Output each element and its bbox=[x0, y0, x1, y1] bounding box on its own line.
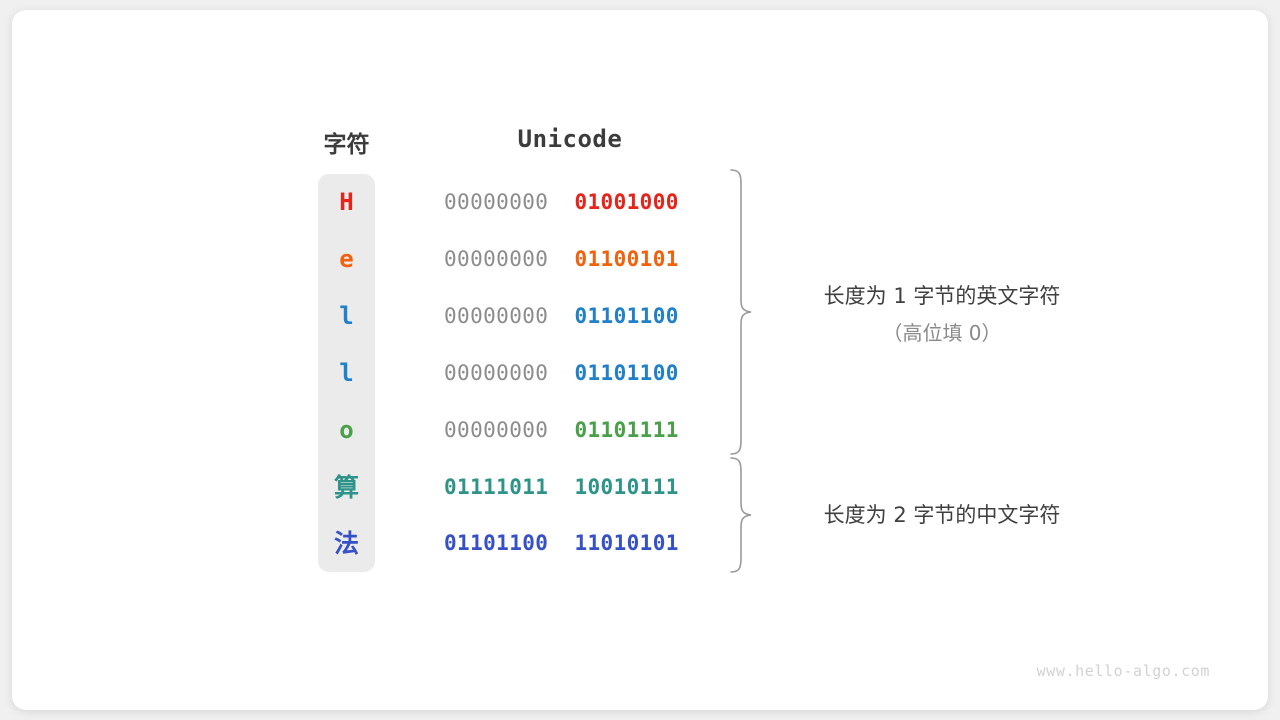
high-byte: 00000000 bbox=[444, 246, 549, 271]
byte-separator bbox=[548, 190, 574, 214]
byte-separator bbox=[548, 304, 574, 328]
unicode-bits-cell: 00000000 01100101 bbox=[444, 231, 696, 288]
high-byte: 00000000 bbox=[444, 360, 549, 385]
low-byte: 11010101 bbox=[574, 531, 679, 556]
character-cell: o bbox=[339, 415, 354, 444]
low-byte: 01101100 bbox=[574, 360, 679, 385]
unicode-bits-cell: 00000000 01101111 bbox=[444, 402, 696, 459]
character-column-band bbox=[318, 174, 375, 572]
character-cell: e bbox=[339, 244, 354, 273]
character-cell: l bbox=[339, 301, 354, 330]
low-byte: 01101111 bbox=[574, 417, 679, 442]
annotation-1-line-1: 长度为 1 字节的英文字符 bbox=[823, 284, 1061, 308]
watermark-url: www.hello-algo.com bbox=[1036, 662, 1210, 680]
annotation-1-line-2: （高位填 0） bbox=[882, 321, 1002, 345]
high-byte: 01101100 bbox=[444, 531, 549, 556]
character-cell: H bbox=[339, 188, 354, 216]
low-byte: 01100101 bbox=[574, 246, 679, 271]
byte-separator bbox=[548, 475, 574, 499]
high-byte: 00000000 bbox=[444, 417, 549, 442]
unicode-bits-cell: 01111011 10010111 bbox=[444, 459, 696, 516]
low-byte: 10010111 bbox=[574, 474, 679, 499]
byte-separator bbox=[548, 247, 574, 271]
high-byte: 00000000 bbox=[444, 303, 549, 328]
unicode-bits-cell: 00000000 01001000 bbox=[444, 174, 696, 231]
column-header-unicode: Unicode bbox=[517, 125, 623, 153]
byte-separator bbox=[548, 531, 574, 555]
character-cell: l bbox=[339, 358, 354, 387]
annotation-2-line-1: 长度为 2 字节的中文字符 bbox=[823, 503, 1061, 527]
unicode-bits-cell: 00000000 01101100 bbox=[444, 288, 696, 345]
diagram-card: 字符 Unicode H 00000000 01001000 e 00000000 0… bbox=[12, 10, 1268, 710]
byte-separator bbox=[548, 361, 574, 385]
character-cell: 法 bbox=[333, 529, 359, 559]
brace-1-byte bbox=[730, 169, 752, 455]
byte-separator bbox=[548, 418, 574, 442]
column-header-character: 字符 bbox=[323, 132, 370, 158]
brace-2-byte bbox=[730, 457, 752, 573]
high-byte: 00000000 bbox=[444, 190, 549, 214]
character-cell: 算 bbox=[333, 472, 359, 502]
high-byte: 01111011 bbox=[444, 474, 549, 499]
unicode-bits-cell: 01101100 11010101 bbox=[444, 515, 696, 572]
low-byte: 01101100 bbox=[574, 303, 679, 328]
unicode-bits-cell: 00000000 01101100 bbox=[444, 345, 696, 402]
low-byte: 01001000 bbox=[574, 190, 679, 214]
